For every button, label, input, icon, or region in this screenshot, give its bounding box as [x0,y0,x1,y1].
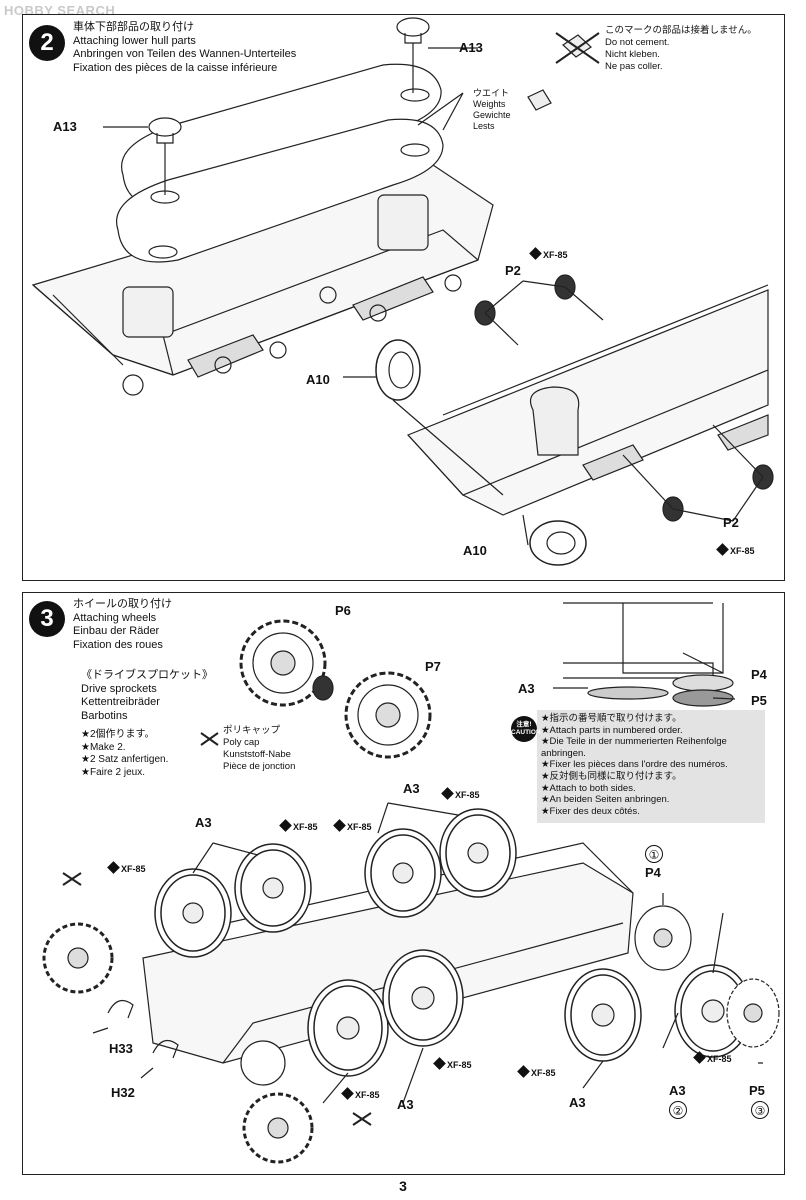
paint-dot-icon [441,787,454,800]
page-number: 3 [399,1178,407,1194]
paint-dot-icon [341,1087,354,1100]
no-cement-note: このマークの部品は接着しません。Do not cement.Nicht kleb… [605,25,757,72]
wheel-assembly-illustration [42,602,780,1164]
paint-xf85: XF-85 [107,861,146,875]
paint-dot-icon [279,819,292,832]
label-a3: A3 [518,681,535,696]
label-p2: P2 [505,263,521,278]
paint-xf85: XF-85 [433,1057,472,1071]
label-h33: H33 [109,1041,133,1056]
caution-badge: 注意!CAUTION [511,716,541,742]
paint-dot-icon [693,1051,706,1064]
paint-xf85: XF-85 [341,1087,380,1101]
label-a3: A3 [195,815,212,830]
paint-xf85: XF-85 [333,819,372,833]
paint-dot-icon [333,819,346,832]
paint-xf85: XF-85 [716,543,755,557]
order-2: ② [669,1101,687,1119]
paint-xf85: XF-85 [517,1065,556,1079]
label-a3: A3 [569,1095,586,1110]
label-a13: A13 [53,119,77,134]
paint-xf85: XF-85 [279,819,318,833]
label-a3: A3 [669,1083,686,1098]
paint-xf85: XF-85 [441,787,480,801]
paint-dot-icon [433,1057,446,1070]
label-p4: P4 [645,865,661,880]
label-p7: P7 [425,659,441,674]
paint-xf85: XF-85 [529,247,568,261]
label-h32: H32 [111,1085,135,1100]
paint-dot-icon [107,861,120,874]
make-two-note: ★2個作ります。★Make 2.★2 Satz anfertigen.★Fair… [81,729,169,778]
order-1: ① [645,845,663,863]
caution-text: ★指示の番号順で取り付けます。★Attach parts in numbered… [541,713,728,817]
label-a13: A13 [459,40,483,55]
paint-dot-icon [529,247,542,260]
label-a10: A10 [463,543,487,558]
caution-box: 注意!CAUTION ★指示の番号順で取り付けます。★Attach parts … [511,710,765,823]
label-a3: A3 [397,1097,414,1112]
label-p5: P5 [751,693,767,708]
paint-dot-icon [517,1065,530,1078]
label-p6: P6 [335,603,351,618]
label-a10: A10 [306,372,330,387]
paint-dot-icon [716,543,729,556]
label-p4: P4 [751,667,767,682]
label-p2: P2 [723,515,739,530]
lower-hull-illustration [31,17,774,566]
step-number: 2 [29,25,65,61]
order-3: ③ [751,1101,769,1119]
paint-xf85: XF-85 [693,1051,732,1065]
label-a3: A3 [403,781,420,796]
label-p5: P5 [749,1083,765,1098]
step-number: 3 [29,601,65,637]
